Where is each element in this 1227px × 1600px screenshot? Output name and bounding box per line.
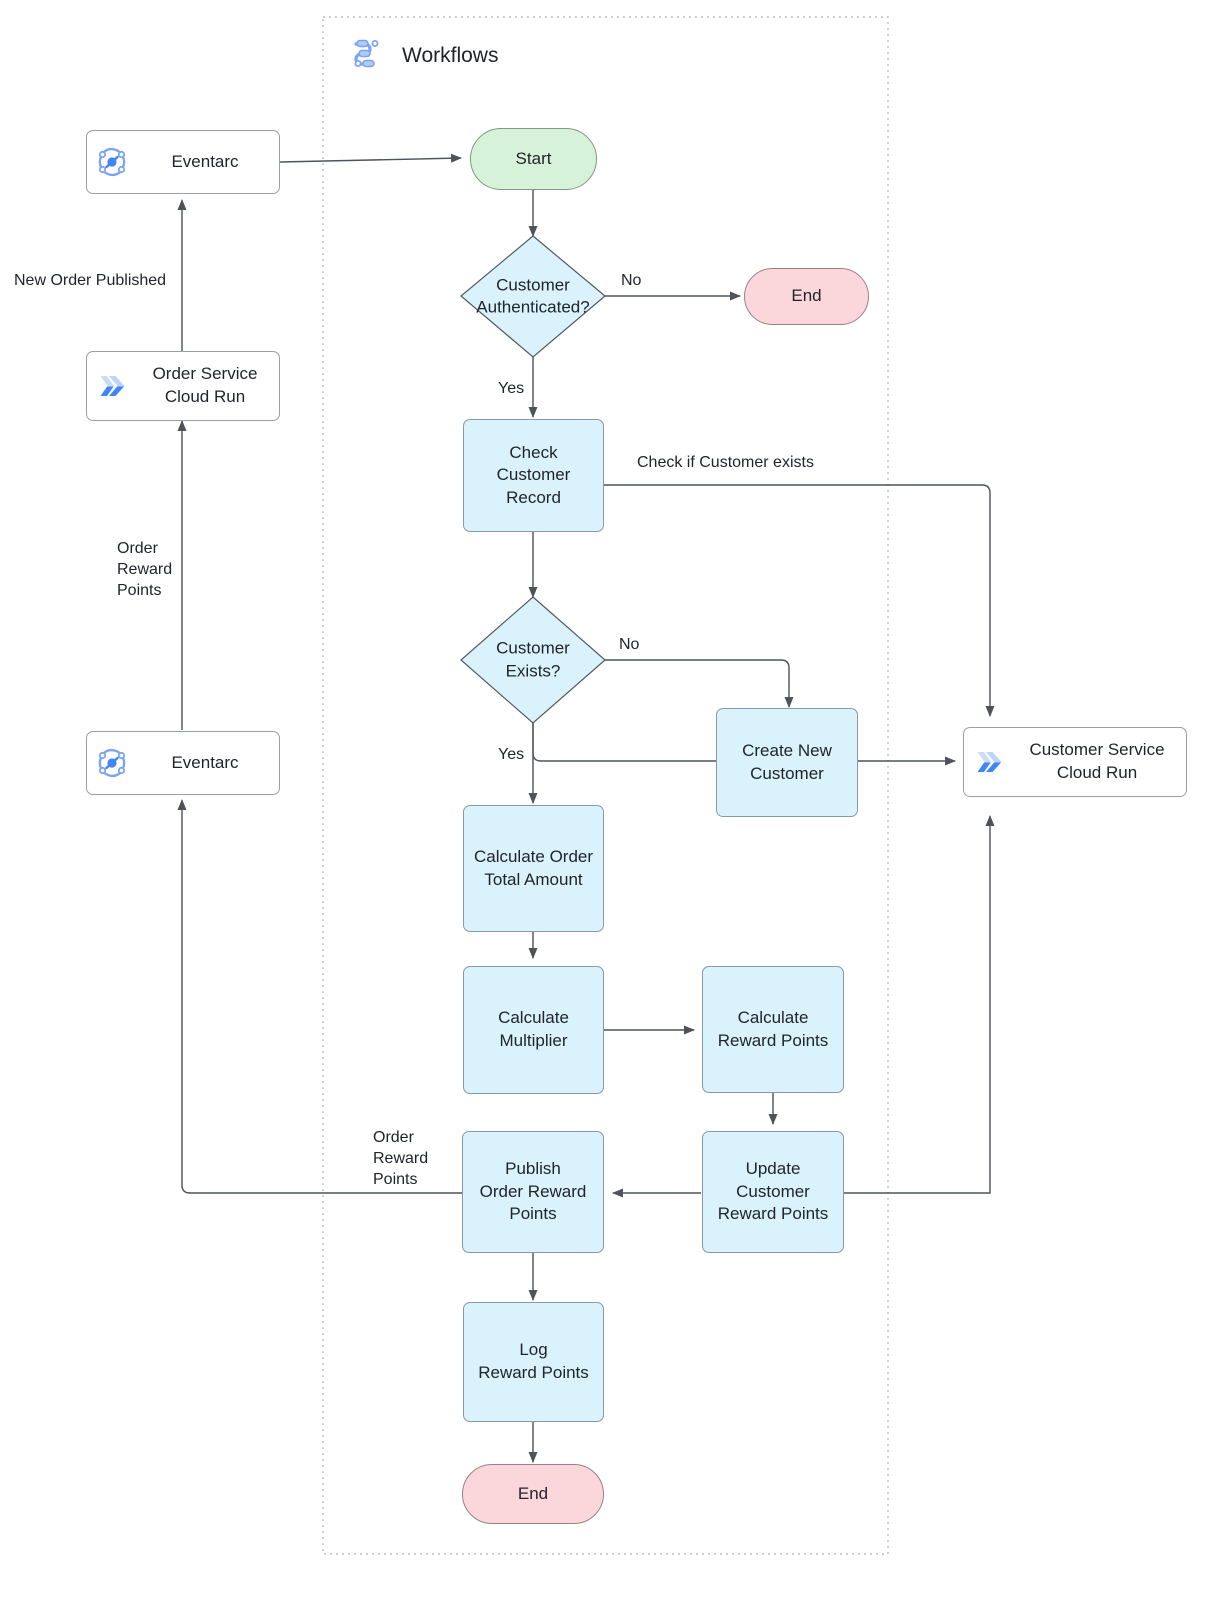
decision-shape-customer-authenticated bbox=[460, 235, 606, 358]
edge-label-order-reward-points-publish: Order Reward Points bbox=[373, 1129, 429, 1189]
decision-label: Customer Exists? bbox=[496, 638, 570, 680]
decision-shape-customer-exists bbox=[460, 596, 606, 724]
edge-label-exists-yes: Yes bbox=[498, 746, 525, 763]
cloud-run-icon bbox=[972, 745, 1006, 779]
edge-label-auth-yes: Yes bbox=[498, 380, 525, 397]
edge-label-order-reward-points-left: Order Reward Points bbox=[117, 540, 173, 600]
eventarc-icon bbox=[95, 746, 129, 780]
service-node-order-service-cloud-run[interactable]: Order Service Cloud Run bbox=[86, 351, 280, 421]
edge-label-exists-no: No bbox=[619, 636, 640, 653]
service-label: Customer Service Cloud Run bbox=[1029, 740, 1165, 782]
node-check-customer-record[interactable]: Check Customer Record bbox=[463, 419, 604, 532]
workflows-group-boundary bbox=[322, 16, 889, 1555]
node-customer-authenticated-decision[interactable]: Customer Authenticated? bbox=[461, 236, 605, 357]
decision-label: Customer Authenticated? bbox=[476, 274, 590, 317]
node-calculate-multiplier[interactable]: Calculate Multiplier bbox=[463, 966, 604, 1094]
edge-label-new-order-published: New Order Published bbox=[14, 272, 167, 289]
node-calculate-reward-points[interactable]: Calculate Reward Points bbox=[702, 966, 844, 1093]
cloud-run-icon bbox=[95, 369, 129, 403]
edge-label-check-if-customer-exists: Check if Customer exists bbox=[637, 454, 814, 471]
edge-label-auth-no: No bbox=[621, 272, 642, 289]
node-customer-exists-decision[interactable]: Customer Exists? bbox=[461, 597, 605, 723]
node-log-reward-points[interactable]: Log Reward Points bbox=[463, 1302, 604, 1422]
node-end-bottom[interactable]: End bbox=[462, 1464, 604, 1524]
eventarc-icon bbox=[95, 145, 129, 179]
node-publish-order-reward-points[interactable]: Publish Order Reward Points bbox=[462, 1131, 604, 1253]
service-label: Eventarc bbox=[171, 752, 239, 772]
node-update-customer-reward-points[interactable]: Update Customer Reward Points bbox=[702, 1131, 844, 1253]
workflows-icon bbox=[347, 34, 387, 74]
service-node-customer-service-cloud-run[interactable]: Customer Service Cloud Run bbox=[963, 727, 1187, 797]
service-node-eventarc-bottom[interactable]: Eventarc bbox=[86, 731, 280, 795]
node-calculate-order-total-amount[interactable]: Calculate Order Total Amount bbox=[463, 805, 604, 932]
workflows-group-label: Workflows bbox=[402, 44, 499, 67]
node-end-top[interactable]: End bbox=[744, 268, 869, 325]
service-label: Eventarc bbox=[171, 151, 239, 171]
node-create-new-customer[interactable]: Create New Customer bbox=[716, 708, 858, 817]
service-label: Order Service Cloud Run bbox=[152, 364, 258, 406]
service-node-eventarc-top[interactable]: Eventarc bbox=[86, 130, 280, 194]
node-start[interactable]: Start bbox=[470, 128, 597, 190]
